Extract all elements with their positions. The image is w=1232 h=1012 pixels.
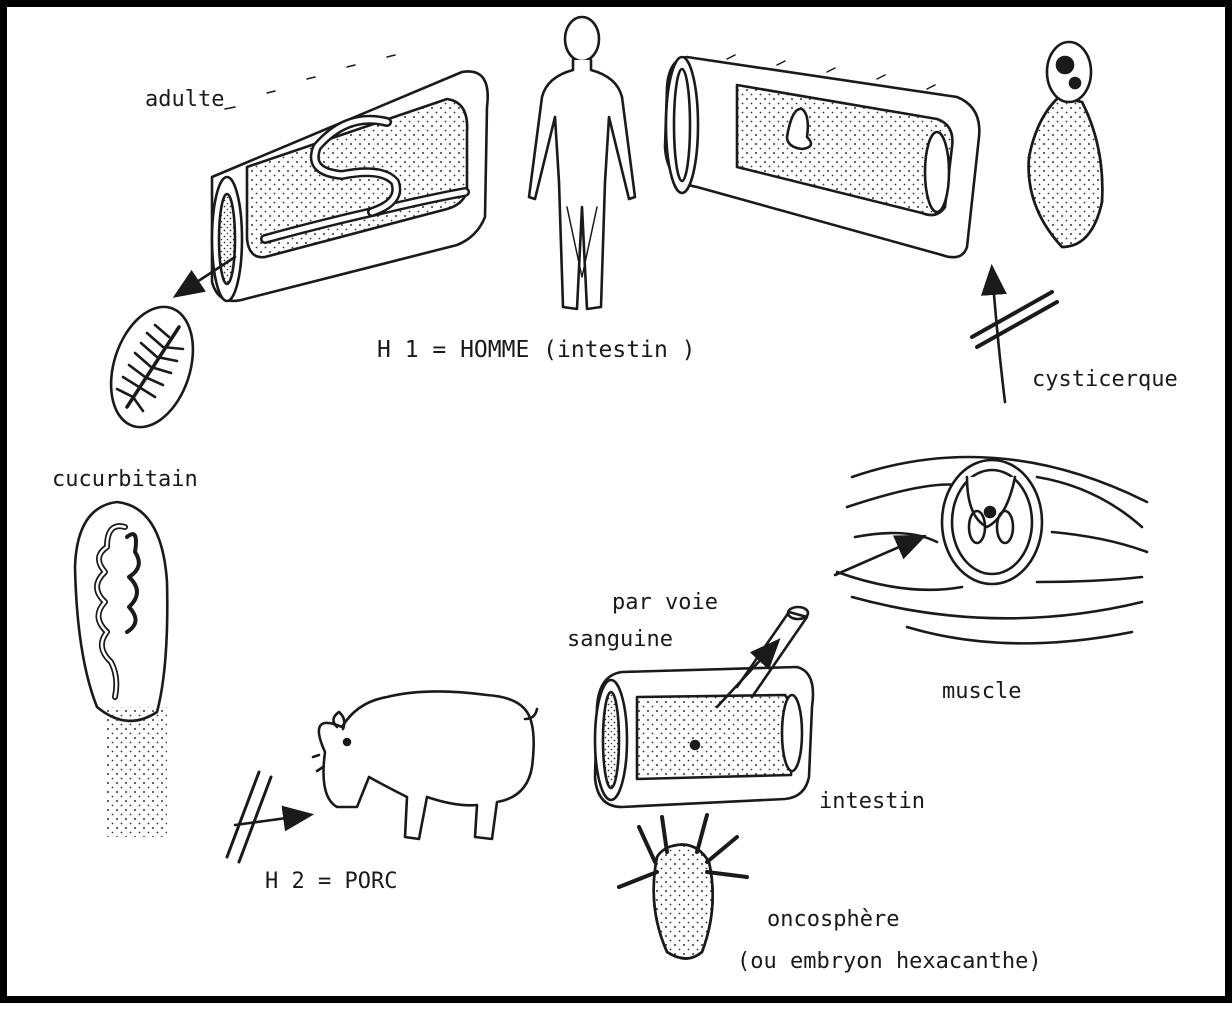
figure-caption-cropped (257, 992, 1017, 1012)
label-blood-route-line2: sanguine (567, 627, 673, 652)
label-host2-pig: H 2 = PORC (265, 869, 397, 894)
label-cysticercus: cysticerque (1032, 367, 1178, 392)
cysticercus-bladder (1029, 42, 1103, 247)
arrow-eggs-to-pig (227, 772, 309, 862)
diagram-drawing (7, 7, 1225, 996)
label-hexacanth-embryo: (ou embryon hexacanthe) (737, 949, 1042, 974)
intestine-cysticercus (665, 55, 979, 257)
label-blood-route-line1: par voie (612, 590, 718, 615)
label-oncosphere: oncosphère (767, 907, 899, 932)
oncosphere-embryo (619, 815, 747, 959)
muscle-cysticercus (837, 457, 1147, 643)
pig-figure (313, 691, 537, 839)
label-intestine: intestin (819, 789, 925, 814)
gravid-proglottid (75, 502, 167, 837)
label-host1-human: H 1 = HOMME (intestin ) (377, 337, 696, 363)
intestine-adult-worm (212, 55, 488, 301)
label-proglottid: cucurbitain (52, 467, 198, 492)
label-muscle: muscle (942, 679, 1021, 704)
label-adult: adulte (145, 87, 224, 112)
proglottid-segment (97, 296, 208, 437)
human-figure (529, 17, 635, 309)
arrow-to-muscle (835, 537, 922, 575)
